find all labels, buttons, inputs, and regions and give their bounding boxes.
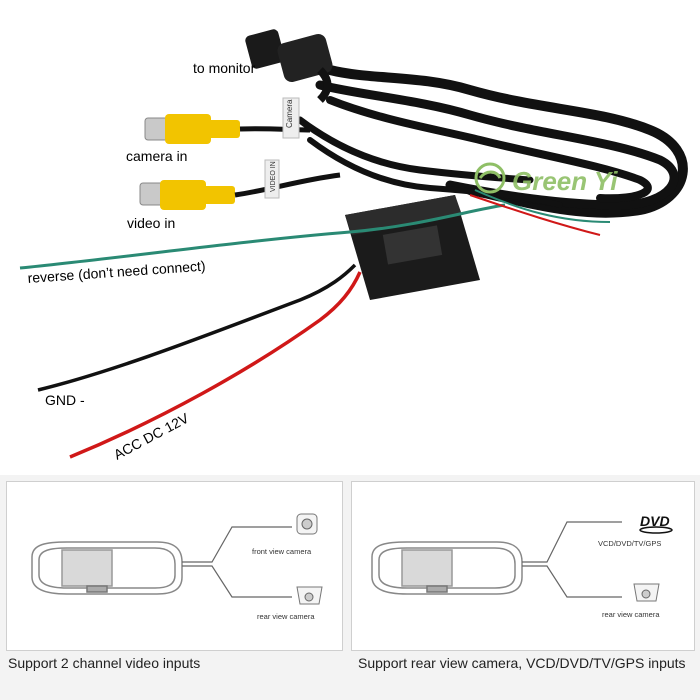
reverse-wire [19,203,506,270]
rear-camera-icon [633,583,660,602]
coiled-cable [296,65,688,218]
rca-video-in [139,159,341,210]
dvd-logo-text: DVD [640,513,670,529]
tag-video: VIDEO IN [270,161,277,192]
monitor-connector [245,29,333,103]
label-to-monitor: to monitor [193,60,256,76]
watermark-text: Green Yi [512,166,618,196]
label-gnd: GND - [45,392,85,408]
label-rear-view-camera-left: rear view camera [257,612,315,621]
diagram-left-svg: front view camera rear view camera [31,513,323,621]
tag-camera: Camera [285,99,294,128]
watermark: Green Yi [474,162,618,196]
acc-wire [69,271,362,459]
diagram-rear-and-source: DVD VCD/DVD/TV/GPS rear view camera [351,481,695,651]
label-rear-view-camera-right: rear view camera [602,610,660,619]
rear-camera-icon [296,586,323,605]
caption-right: Support rear view camera, VCD/DVD/TV/GPS… [358,655,686,671]
connection-diagrams: front view camera rear view camera [0,475,700,700]
rca-camera-in [144,97,311,144]
label-camera-in: camera in [126,148,187,164]
dvd-logo: DVD [639,513,673,534]
caption-left: Support 2 channel video inputs [8,655,201,671]
diagram-two-channel: front view camera rear view camera [6,481,343,651]
mirror-icon [371,541,523,595]
label-front-view-camera: front view camera [252,547,312,556]
diagram-right-svg: DVD VCD/DVD/TV/GPS rear view camera [371,513,673,619]
reverse-wire-right [474,189,611,223]
front-camera-icon [296,513,318,535]
control-box [345,195,480,300]
label-source: VCD/DVD/TV/GPS [598,539,661,548]
red-wire-right [469,194,601,236]
mirror-icon [31,541,183,595]
gnd-wire [37,263,357,392]
cable-photo: Green Yi Camera VIDEO IN to monitor came… [19,29,688,463]
label-video-in: video in [127,215,175,231]
